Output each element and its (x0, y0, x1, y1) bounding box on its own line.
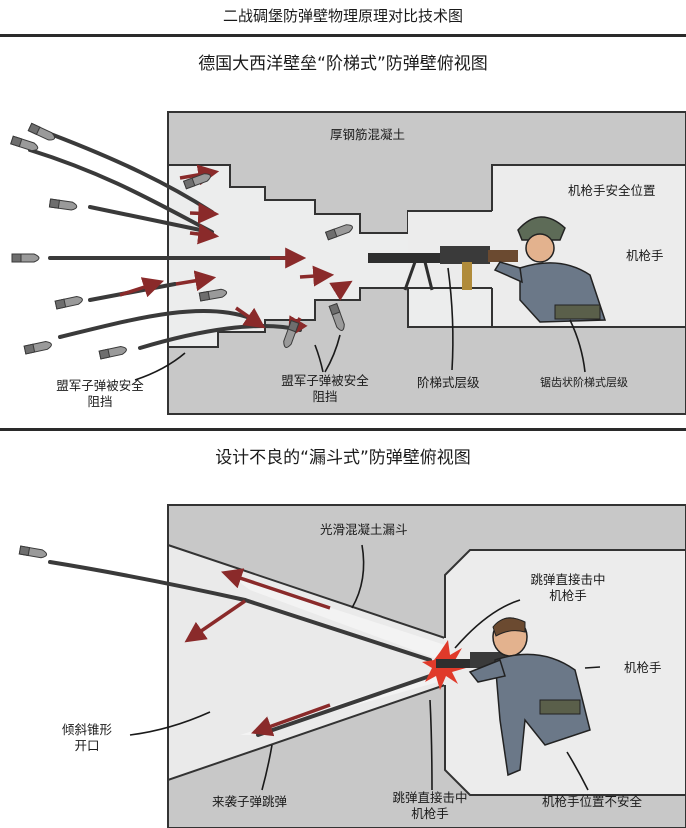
leader-lines-bottom (129, 544, 601, 791)
arrow (329, 280, 353, 301)
leader-line (314, 344, 324, 373)
label-ricochet-top: 跳弹直接击中 机枪手 (518, 572, 618, 603)
title-divider (0, 34, 686, 37)
bullet (54, 294, 84, 310)
top-panel-subtitle: 德国大西洋壁垒“阶梯式”防弹壁俯视图 (198, 54, 488, 74)
label-ricochet-top-line1: 跳弹直接击中 (530, 572, 606, 587)
incoming-bullets-bottom (48, 560, 432, 737)
leader-line (569, 319, 586, 373)
bullet-trail (48, 560, 247, 602)
label-ricochet-bottom-line2: 机枪手 (411, 805, 449, 821)
funnel-bunker-top-view (167, 504, 686, 828)
label-smooth-funnel: 光滑混凝土漏斗 (320, 522, 408, 537)
label-gunner-top: 机枪手 (626, 248, 664, 263)
bullet (98, 344, 128, 360)
arrow (189, 202, 220, 224)
label-inclined-cone: 倾斜锥形 开口 (52, 722, 122, 753)
label-gunner-bottom: 机枪手 (624, 660, 662, 675)
label-blocked-left-line1: 盟军子弹被安全 (56, 378, 144, 393)
label-ricochet-bottom: 跳弹直接击中 机枪手 (380, 790, 480, 821)
arrow (221, 568, 331, 610)
bullet (27, 122, 57, 143)
leader-line (454, 599, 521, 649)
arrow (175, 270, 217, 292)
leader-line (351, 544, 365, 609)
leader-line (261, 744, 273, 791)
bullet-trail (38, 128, 214, 214)
bullet-trail (58, 308, 252, 339)
page-title: 二战碉堡防弹壁物理原理对比技术图 (222, 7, 463, 25)
label-blocked-left-line2: 阻挡 (87, 393, 113, 409)
label-inclined-cone-line2: 开口 (74, 737, 100, 753)
bullet (18, 545, 48, 560)
label-blocked-mid-line2: 阻挡 (312, 388, 338, 404)
label-ricochet-top-line2: 机枪手 (549, 587, 587, 603)
label-stepped-levels: 阶梯式层级 (417, 375, 480, 390)
bullet (10, 135, 40, 153)
label-safe-position: 机枪手安全位置 (568, 183, 656, 198)
bullet-trail (88, 205, 212, 234)
bullet-trail (256, 674, 432, 737)
bullet (48, 198, 78, 212)
arrow (189, 223, 220, 245)
label-concrete: 厚钢筋混凝土 (330, 127, 406, 142)
label-sawtooth-levels: 锯齿状阶梯式层级 (540, 376, 628, 389)
label-blocked-left: 盟军子弹被安全 阻挡 (30, 378, 170, 409)
leader-line (324, 334, 341, 373)
bullet (23, 339, 53, 355)
leader-line (429, 699, 433, 791)
leader-line (566, 751, 589, 791)
arrow (299, 265, 335, 287)
label-blocked-mid: 盟军子弹被安全 阻挡 (255, 373, 395, 404)
bullets-bottom (18, 545, 48, 560)
trajectory-arrows-bottom (184, 568, 331, 737)
bottom-panel-subtitle: 设计不良的“漏斗式”防弹壁俯视图 (215, 448, 471, 468)
soldier-top (493, 216, 607, 323)
label-gunner-unsafe: 机枪手位置不安全 (542, 794, 643, 809)
soldier-bottom (468, 617, 591, 777)
arrow (119, 277, 164, 298)
label-incoming-ricochet: 来袭子弹跳弹 (212, 794, 288, 809)
arrow (251, 703, 331, 737)
trajectory-arrows-top (119, 164, 353, 339)
bullet-trail (28, 148, 214, 234)
arrow (235, 306, 266, 329)
label-blocked-mid-line1: 盟军子弹被安全 (281, 373, 369, 388)
machine-gun-top (368, 246, 518, 291)
panel-divider (0, 428, 686, 431)
helmet-icon (517, 216, 566, 241)
label-inclined-cone-line1: 倾斜锥形 (61, 722, 112, 737)
leader-line (129, 711, 211, 736)
leader-line (447, 267, 454, 371)
bullet (11, 253, 40, 263)
label-ricochet-bottom-line1: 跳弹直接击中 (392, 790, 468, 805)
leader-line (584, 666, 601, 669)
arrow (179, 164, 220, 186)
leader-lines-top (134, 267, 586, 381)
leader-line (134, 352, 186, 381)
bullet-trail (243, 598, 432, 662)
bullet-trail (138, 324, 302, 350)
arrow (184, 599, 246, 643)
